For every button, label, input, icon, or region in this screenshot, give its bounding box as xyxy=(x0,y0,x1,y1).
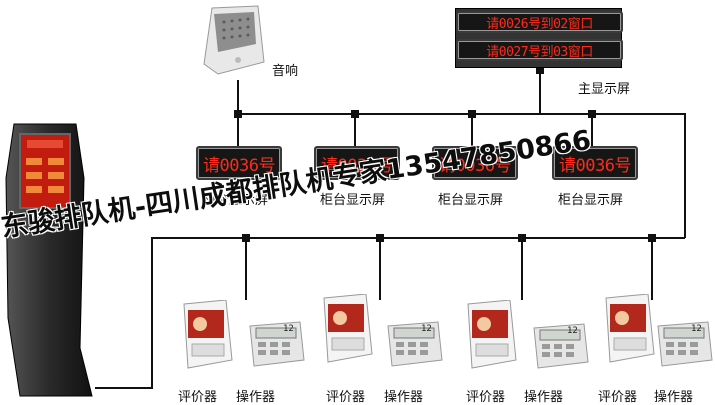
keypad-label-3: 操作器 xyxy=(524,390,564,405)
keypad-readout-4: 12 xyxy=(691,324,702,334)
top-bus xyxy=(238,113,686,238)
junction-node xyxy=(648,234,656,242)
main-display: 请0026号到02窗口 请0027号到03窗口 xyxy=(455,8,623,68)
counter-display-2: 请0036号 xyxy=(314,146,400,180)
keypad-device-icon xyxy=(249,321,305,367)
junction-node xyxy=(536,66,544,74)
counter-display-4: 请0036号 xyxy=(552,146,638,180)
speaker-icon xyxy=(203,5,265,75)
junction-node xyxy=(518,234,526,242)
ticket-kiosk-icon xyxy=(5,123,93,397)
main-display-line-1: 请0026号到02窗口 xyxy=(456,11,623,33)
counter-display-3: 请0036号 xyxy=(432,146,518,180)
keypad-device-icon xyxy=(657,321,713,367)
keypad-readout-2: 12 xyxy=(421,324,432,334)
junction-node xyxy=(242,234,250,242)
counter-display-label-4: 柜台显示屏 xyxy=(558,193,624,208)
junction-node xyxy=(588,110,596,118)
evaluator-label-2: 评价器 xyxy=(326,390,366,405)
evaluator-device-icon xyxy=(183,300,233,369)
speaker-label: 音响 xyxy=(272,64,299,79)
junction-node xyxy=(376,234,384,242)
keypad-readout-1: 12 xyxy=(283,324,294,334)
junction-node xyxy=(351,110,359,118)
evaluator-label-4: 评价器 xyxy=(598,390,638,405)
evaluator-device-icon xyxy=(605,294,655,363)
counter-display-label-3: 柜台显示屏 xyxy=(438,193,504,208)
main-display-label: 主显示屏 xyxy=(578,82,631,97)
counter-display-label-1: 柜台显示屏 xyxy=(203,193,269,208)
keypad-device-icon xyxy=(387,321,443,367)
keypad-label-2: 操作器 xyxy=(384,390,424,405)
counter-display-label-2: 柜台显示屏 xyxy=(320,193,386,208)
counter-display-1: 请0036号 xyxy=(196,146,282,180)
main-display-line-2: 请0027号到03窗口 xyxy=(456,39,623,61)
evaluator-device-icon xyxy=(467,300,517,369)
evaluator-device-icon xyxy=(323,294,373,363)
junction-node xyxy=(234,110,242,118)
evaluator-label-1: 评价器 xyxy=(178,390,218,405)
keypad-label-1: 操作器 xyxy=(236,390,276,405)
evaluator-label-3: 评价器 xyxy=(466,390,506,405)
junction-node xyxy=(468,110,476,118)
keypad-readout-3: 12 xyxy=(567,326,578,336)
lower-bus xyxy=(95,237,685,389)
keypad-label-4: 操作器 xyxy=(654,390,694,405)
keypad-device-icon xyxy=(533,323,589,369)
